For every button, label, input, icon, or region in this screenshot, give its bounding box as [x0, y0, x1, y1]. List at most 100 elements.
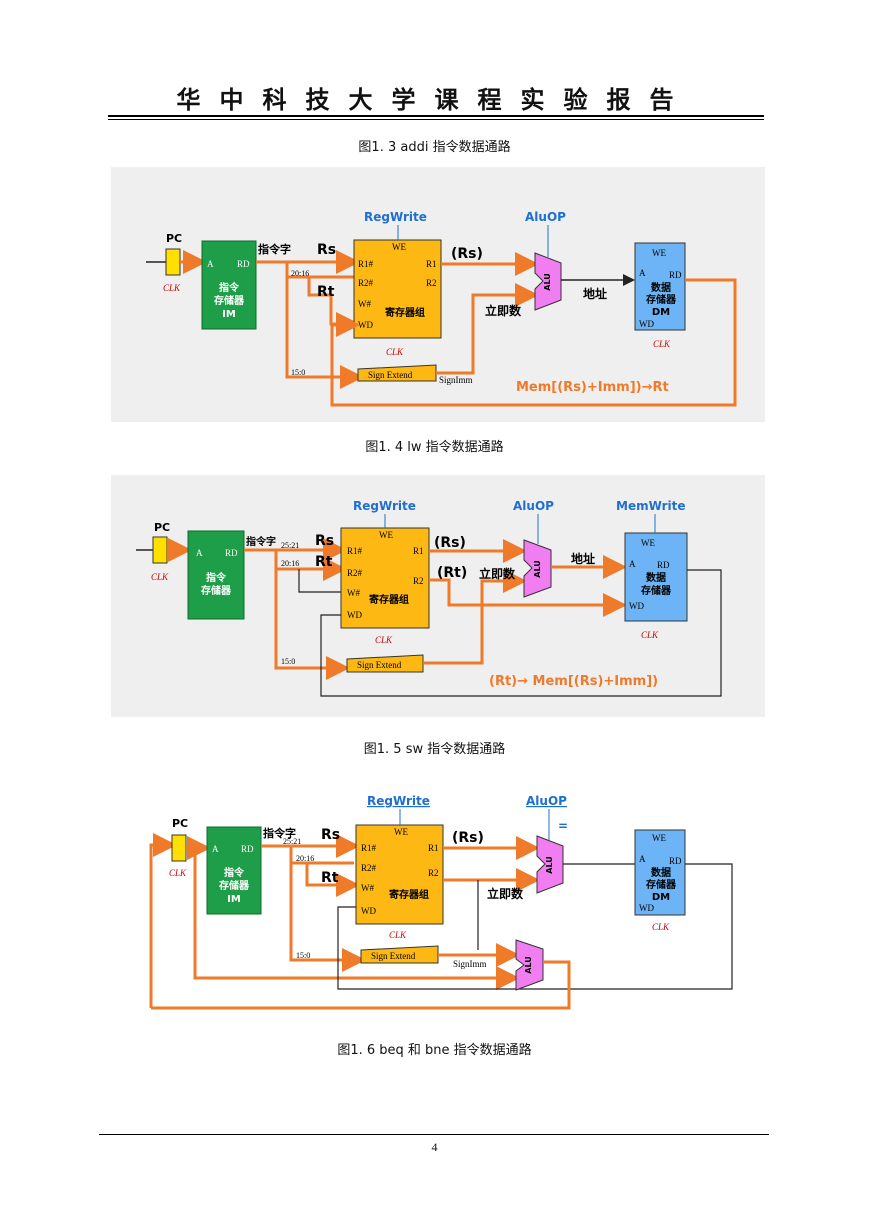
- rf-r2: R2: [428, 868, 439, 878]
- dm-a-port: A: [639, 268, 646, 278]
- bits-20-16: 20:16: [291, 269, 309, 278]
- dm-wd-port: WD: [639, 319, 654, 329]
- bits-20-16: 20:16: [296, 854, 314, 863]
- rf-clk: CLK: [386, 347, 404, 357]
- dm-clk: CLK: [641, 630, 659, 640]
- sign-extend-label: Sign Extend: [371, 951, 416, 961]
- im-label-1: 指令: [219, 281, 240, 294]
- register-file: [353, 239, 442, 339]
- footer-rule: [99, 1134, 769, 1135]
- instruction-memory: [206, 826, 262, 915]
- rf-we: WE: [392, 242, 406, 252]
- header-rule-thin: [108, 119, 764, 120]
- rf-r1-port: R1#: [358, 259, 374, 269]
- report-header-title: 华中科技大学课程实验报告: [176, 85, 693, 114]
- im-label-1: 指令: [206, 571, 227, 584]
- rf-r1: R1: [413, 546, 424, 556]
- bits-15-0: 15:0: [281, 657, 295, 666]
- rf-clk: CLK: [389, 930, 407, 940]
- pc-label: PC: [166, 232, 182, 245]
- dm-label-1: 数据: [651, 281, 671, 294]
- rf-we: WE: [394, 827, 408, 837]
- figure-sw-datapath: PC CLK A RD 指令 存储器 指令字 25:21 20:16 15:0 …: [111, 475, 765, 717]
- dm-rd-port: RD: [657, 560, 670, 570]
- rf-r1: R1: [426, 259, 437, 269]
- sign-extend-label: Sign Extend: [357, 660, 402, 670]
- lw-formula: Mem[(Rs)+Imm])→Rt: [516, 380, 669, 395]
- bits-15-0: 15:0: [291, 368, 305, 377]
- rf-label: 寄存器组: [389, 888, 429, 901]
- rf-r1-port: R1#: [347, 546, 363, 556]
- signimm-label: SignImm: [453, 959, 487, 969]
- rs-value-label: (Rs): [434, 535, 466, 551]
- dm-a-port: A: [629, 559, 636, 569]
- pc-register: [171, 834, 187, 862]
- im-label-2: 存储器: [219, 879, 250, 892]
- rf-label: 寄存器组: [369, 593, 409, 606]
- rs-label: Rs: [321, 827, 340, 843]
- dm-clk: CLK: [652, 922, 670, 932]
- aluop-label: AluOP: [526, 794, 567, 808]
- branch-alu-label: ALU: [524, 956, 533, 974]
- rf-r2-port: R2#: [347, 568, 363, 578]
- rf-wd-port: WD: [361, 906, 376, 916]
- imm-label: 立即数: [487, 886, 524, 901]
- dm-wd-port: WD: [629, 601, 644, 611]
- rt-label: Rt: [321, 870, 339, 886]
- alu-label: ALU: [543, 273, 552, 291]
- branch-alu-unit: [515, 939, 544, 991]
- bits-25-21: 25:21: [281, 541, 299, 550]
- im-label-1: 指令: [224, 866, 245, 879]
- figure-lw-datapath: PC CLK A RD 指令 存储器 IM 指令字 Rs Rt 20:16 15…: [111, 167, 765, 422]
- register-file: [355, 824, 444, 925]
- rs-label: Rs: [317, 242, 336, 258]
- bits-20-16: 20:16: [281, 559, 299, 568]
- eq-flag-label: =: [558, 819, 568, 833]
- pc-register: [152, 536, 168, 564]
- dm-rd-port: RD: [669, 856, 682, 866]
- rf-r2-port: R2#: [361, 863, 377, 873]
- rs-label: Rs: [315, 533, 334, 549]
- regwrite-label: RegWrite: [364, 210, 427, 224]
- dm-we: WE: [641, 538, 655, 548]
- rt-value-label: (Rt): [437, 565, 467, 581]
- instr-word-label: 指令字: [258, 242, 291, 256]
- rf-w-port: W#: [347, 588, 360, 598]
- dm-label-2: 存储器: [646, 293, 677, 306]
- pc-clk-label: CLK: [163, 283, 181, 293]
- aluop-label: AluOP: [525, 210, 566, 224]
- dm-label-1: 数据: [646, 571, 666, 584]
- rf-wd-port: WD: [358, 320, 373, 330]
- im-label-2: 存储器: [201, 584, 232, 597]
- instr-word-label: 指令字: [246, 535, 276, 548]
- alu-unit: [523, 539, 552, 598]
- data-memory: [634, 242, 686, 331]
- imm-label: 立即数: [485, 303, 522, 318]
- sign-extend-label: Sign Extend: [368, 370, 413, 380]
- rf-clk: CLK: [375, 635, 393, 645]
- rf-we: WE: [379, 530, 393, 540]
- sign-extend-unit: [360, 945, 439, 964]
- instruction-memory: [201, 240, 257, 330]
- addr-label: 地址: [583, 286, 607, 301]
- caption-fig-1-6: 图1. 6 beq 和 bne 指令数据通路: [337, 1043, 532, 1058]
- im-a-port: A: [196, 548, 203, 558]
- rf-r2: R2: [413, 576, 424, 586]
- sw-formula: (Rt)→ Mem[(Rs)+Imm]): [489, 674, 658, 689]
- pc-clk-label: CLK: [169, 868, 187, 878]
- rt-label: Rt: [315, 554, 333, 570]
- im-rd-port: RD: [241, 844, 254, 854]
- rf-w-port: W#: [358, 299, 371, 309]
- sign-extend-unit: [346, 654, 424, 673]
- rs-value-label: (Rs): [452, 830, 484, 846]
- page-number: 4: [431, 1140, 438, 1154]
- instr-word-label: 指令字: [263, 826, 296, 840]
- signimm-label: SignImm: [439, 375, 473, 385]
- rf-r2: R2: [426, 278, 437, 288]
- dm-wd-port: WD: [639, 903, 654, 913]
- dm-we: WE: [652, 248, 666, 258]
- im-label-3: IM: [227, 894, 241, 905]
- dm-label-2: 存储器: [646, 878, 677, 891]
- dm-label-3: DM: [652, 892, 670, 903]
- im-a-port: A: [212, 844, 219, 854]
